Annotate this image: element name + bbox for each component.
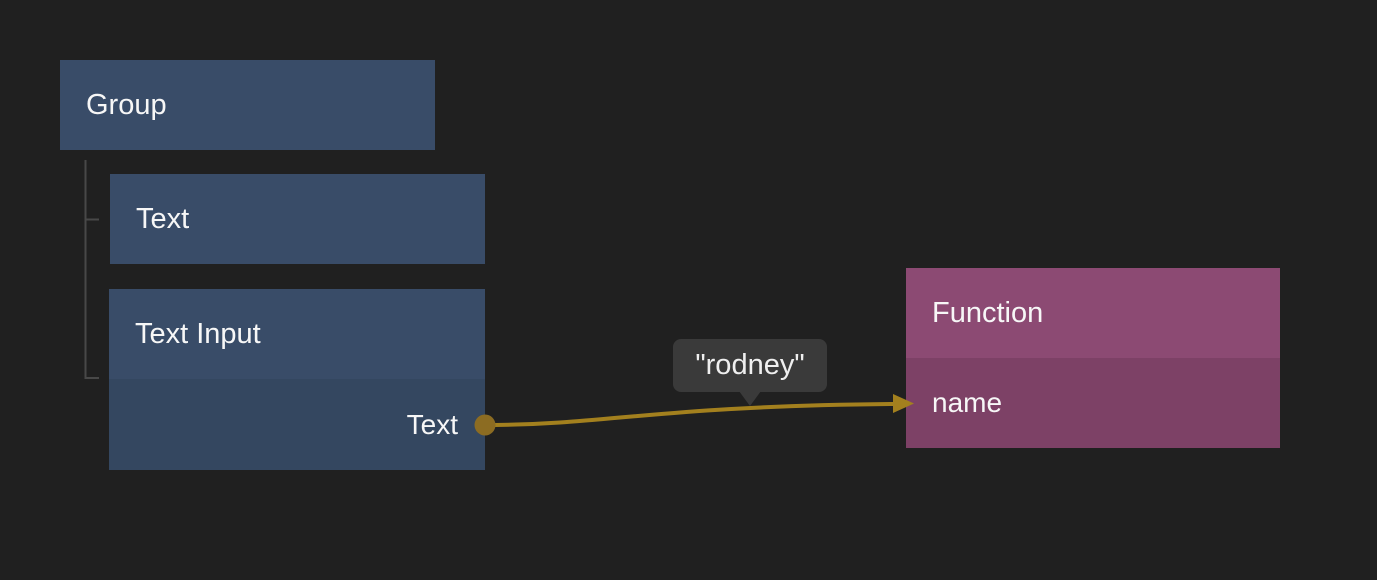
node-text-title: Text (136, 202, 190, 235)
node-text[interactable]: Text (110, 174, 485, 264)
connection-wire[interactable] (493, 402, 896, 427)
input-port-row[interactable]: name (906, 358, 1280, 448)
output-port-row[interactable]: Text (109, 379, 485, 470)
node-text-input[interactable]: Text Input Text (109, 289, 485, 470)
node-text-input-body: Text (109, 379, 485, 470)
node-group-header: Group (60, 60, 435, 150)
node-text-header: Text (110, 174, 485, 264)
node-function-title: Function (932, 296, 1044, 329)
node-text-input-header: Text Input (109, 289, 485, 379)
tree-connector-line (84, 160, 99, 379)
input-port-label: name (932, 387, 1003, 418)
node-text-input-title: Text Input (135, 317, 261, 350)
value-tooltip-text: "rodney" (695, 349, 805, 381)
output-port-label: Text (406, 408, 458, 440)
node-group[interactable]: Group (60, 60, 435, 150)
node-function-body: name (906, 358, 1280, 448)
node-function-header: Function (906, 268, 1280, 358)
node-function[interactable]: Function name (906, 268, 1280, 448)
node-group-title: Group (86, 88, 167, 121)
value-tooltip: "rodney" (673, 339, 827, 392)
